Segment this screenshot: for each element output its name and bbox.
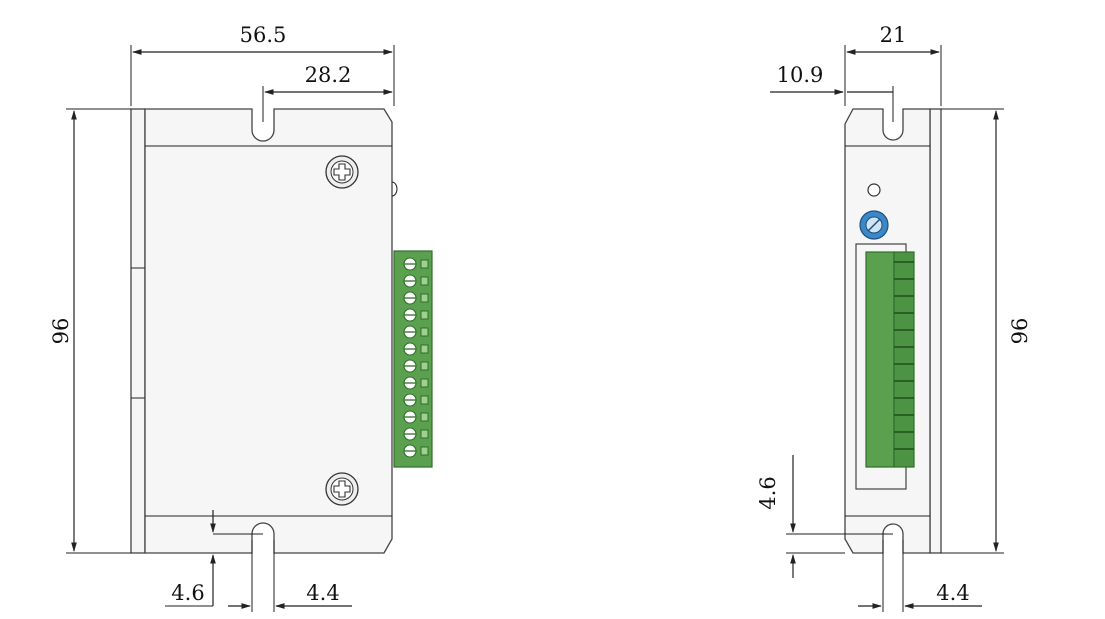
- terminal-pin: [420, 259, 429, 269]
- current-adjust-knob: [859, 210, 889, 240]
- terminal-pin: [420, 446, 429, 456]
- dim-width-56-5: 56.5: [130, 23, 395, 106]
- terminal-pin: [420, 310, 429, 320]
- terminal-pin: [420, 378, 429, 388]
- side-slot-offset-label: 10.9: [777, 63, 824, 87]
- front-mount-plate: [130, 108, 146, 554]
- bottom-screw: [325, 472, 359, 506]
- dim-width-21: 21: [844, 23, 942, 106]
- front-housing: [144, 108, 393, 554]
- top-screw: [325, 155, 359, 189]
- side-height-label: 96: [1008, 318, 1032, 345]
- dim-height-96: 96: [49, 108, 131, 554]
- terminal-pin: [420, 276, 429, 286]
- terminal-pin: [420, 293, 429, 303]
- front-terminal-block: [393, 250, 433, 468]
- side-view: 21 10.9 96 4.6 4.4: [756, 23, 1032, 612]
- terminal-pin: [420, 412, 429, 422]
- dim-slot-4-4: 4.4: [228, 540, 352, 612]
- terminal-pin: [420, 361, 429, 371]
- terminal-pin: [420, 344, 429, 354]
- dim-slot-offset-28-2: 28.2: [262, 63, 393, 122]
- dim-side-height-96: 96: [941, 108, 1032, 554]
- terminal-pin: [420, 429, 429, 439]
- slot-width-label: 4.4: [306, 581, 339, 605]
- height-label: 96: [49, 318, 73, 345]
- dim-slot-offset-10-9: 10.9: [770, 63, 894, 122]
- led-indicator: [867, 183, 881, 197]
- front-view: 56.5 28.2 96 4.6 4.4: [49, 23, 433, 612]
- slot-offset-label: 28.2: [305, 63, 352, 87]
- side-slot-width-label: 4.4: [936, 581, 969, 605]
- side-terminal-block: [865, 251, 915, 468]
- terminal-pin: [420, 395, 429, 405]
- bottom-edge-label: 4.6: [171, 581, 204, 605]
- dim-side-bottom-4-6: 4.6: [756, 455, 893, 578]
- dim-bottom-4-6: 4.6: [165, 510, 263, 607]
- terminal-pin: [420, 327, 429, 337]
- side-width-label: 21: [880, 23, 907, 47]
- width-label: 56.5: [240, 23, 287, 47]
- side-mount-plate: [929, 108, 942, 554]
- dim-side-slot-4-4: 4.4: [858, 540, 982, 612]
- side-bottom-edge-label: 4.6: [756, 476, 780, 509]
